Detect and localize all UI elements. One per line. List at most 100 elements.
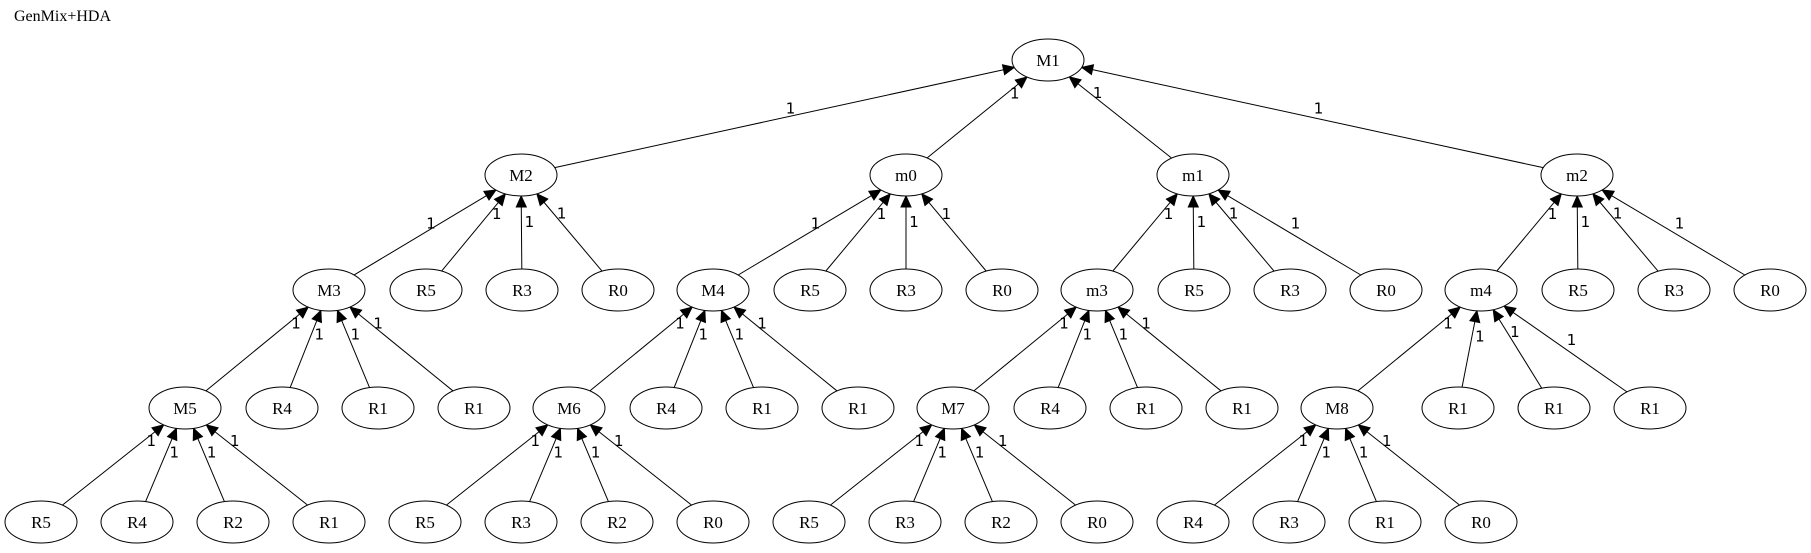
edge-line [1297,438,1325,502]
node-label: M2 [509,166,533,185]
node-ellipse [485,268,559,312]
node-M5_R5: R5 [4,500,78,544]
node-label: M3 [317,281,341,300]
arrowhead-icon [920,192,934,207]
edge-label: 1 [811,215,821,233]
node-M6_R0: R0 [676,500,750,544]
edge-label: 1 [1443,315,1453,333]
node-m4_R1b: R1 [1517,386,1591,430]
node-ellipse [676,500,750,544]
arrowhead-icon [1549,192,1563,207]
edge-M5_R5-to-M5: 1 [62,424,165,506]
node-label: R3 [512,281,532,300]
node-ellipse [1421,386,1495,430]
node-M3_R1a: R1 [341,386,415,430]
arrowhead-icon [679,306,694,319]
node-ellipse [916,386,990,430]
edge-label: 1 [591,443,601,461]
arrowhead-icon [1469,309,1481,324]
node-ellipse [100,500,174,544]
edge-label: 1 [1082,326,1092,344]
edge-label: 1 [1119,325,1129,343]
node-label: R0 [1760,281,1780,300]
arrowhead-icon [1318,427,1330,442]
arrowhead-icon [1001,64,1016,76]
node-ellipse [1205,386,1279,430]
node-m3_R4: R4 [1013,386,1087,430]
edge-m4_R1b-to-m4: 1 [1492,308,1543,389]
edge-line [289,320,318,388]
node-ellipse [580,500,654,544]
arrowhead-icon [295,306,310,319]
edge-label: 1 [1382,432,1392,450]
page-title: GenMix+HDA [14,8,112,25]
edge-M4-to-m0: 1 [737,189,882,276]
edge-M6_R0-to-M6: 1 [589,424,692,506]
edge-M4_R1a-to-M4: 1 [720,309,754,388]
node-M8_R1: R1 [1348,500,1422,544]
edge-M5_R2-to-M5: 1 [192,427,225,502]
node-m2_R3: R3 [1637,268,1711,312]
edge-line [830,431,924,506]
node-M3: M3 [292,268,366,312]
node-ellipse [437,386,511,430]
node-label: R0 [992,281,1012,300]
edge-m3-to-m1: 1 [1112,192,1179,272]
edge-line [581,438,609,502]
edge-line [982,431,1076,506]
edge-M8_R1-to-M8: 1 [1344,427,1377,502]
edge-m1_R0-to-m1: 1 [1217,189,1362,276]
node-ellipse [1109,386,1183,430]
edge-line [1126,313,1222,392]
arrowhead-icon [1217,189,1232,201]
edge-label: 1 [1510,323,1520,341]
edge-label: 1 [942,205,952,223]
node-ellipse [869,153,943,197]
edge-line [926,83,1019,159]
edge-line [1599,201,1659,272]
arrowhead-icon [550,427,562,442]
node-ellipse [629,386,703,430]
edge-label: 1 [1314,100,1324,118]
node-label: R3 [511,513,531,532]
node-M4_R1b: R1 [821,386,895,430]
node-ellipse [1157,268,1231,312]
node-M5_R4: R4 [100,500,174,544]
node-label: R4 [1040,399,1060,418]
arrowhead-icon [695,309,706,324]
node-M4_R4: R4 [629,386,703,430]
edge-line [353,195,487,276]
edge-M5_R1-to-M5: 1 [205,424,308,506]
edge-line [737,195,872,276]
node-label: R4 [272,399,292,418]
node-M8_R0: R0 [1444,500,1518,544]
edge-line [742,313,838,392]
edge-line [341,320,370,388]
node-M4_R1a: R1 [725,386,799,430]
node-label: R4 [1183,513,1203,532]
node-ellipse [292,268,366,312]
edge-line [1227,195,1362,276]
node-ellipse [341,386,415,430]
arrowhead-icon [1571,194,1584,208]
edge-M5-to-M3: 1 [205,306,310,392]
node-label: M1 [1036,51,1060,70]
edge-line [1077,83,1172,159]
arrowhead-icon [919,424,933,437]
edge-label: 1 [909,213,919,231]
node-label: m0 [895,166,917,185]
edge-label: 1 [1359,443,1369,461]
arrowhead-icon [515,194,528,208]
edge-line [589,313,684,392]
edge-line [598,431,692,506]
edge-M5_R4-to-M5: 1 [145,427,179,502]
node-M6_R2: R2 [580,500,654,544]
node-M3_R1b: R1 [437,386,511,430]
node-M5: M5 [148,386,222,430]
node-ellipse [581,268,655,312]
arrowhead-icon [934,427,946,442]
node-label: R1 [1640,399,1660,418]
edge-label: 1 [998,432,1008,450]
edge-line [441,202,499,272]
node-m4_R1a: R1 [1421,386,1495,430]
